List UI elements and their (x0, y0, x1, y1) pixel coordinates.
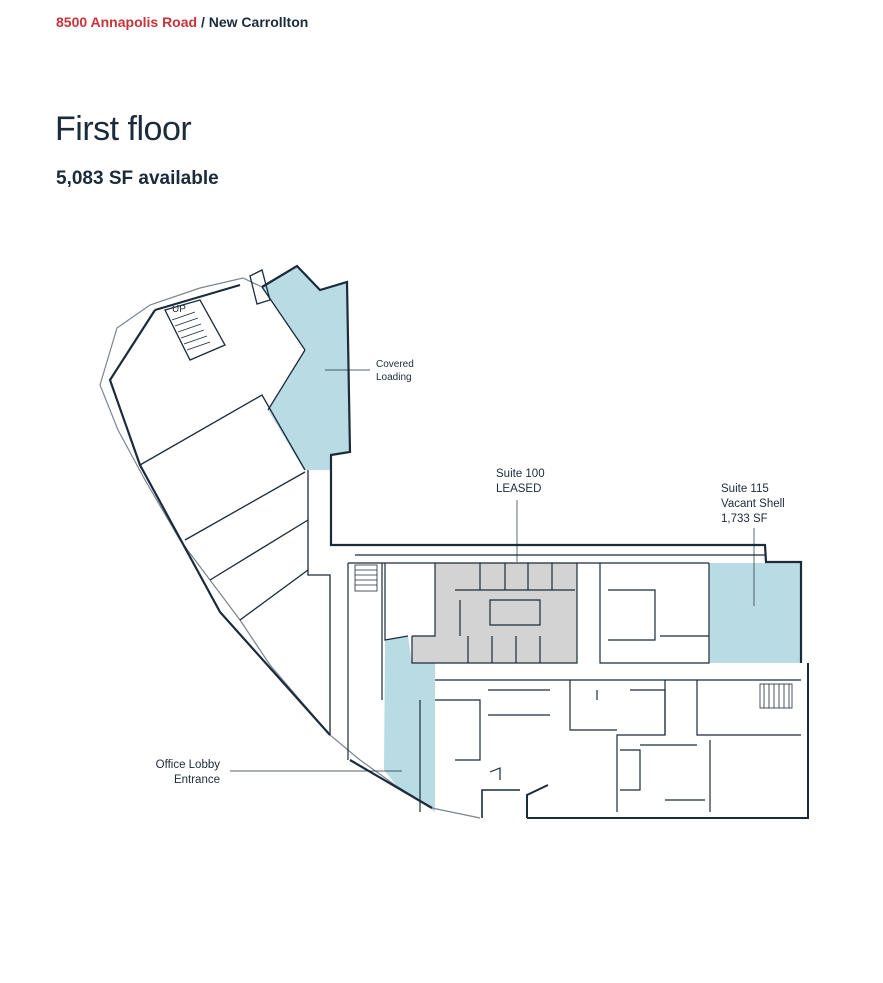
covered-loading-label-line1: Covered (376, 359, 414, 370)
stair-up-label: UP (172, 304, 186, 315)
interior-walls-central (347, 554, 801, 812)
page-title: First floor (55, 110, 192, 148)
office-lobby-area[interactable] (384, 636, 435, 812)
lobby-label-line2: Entrance (174, 774, 220, 786)
covered-loading-label-line2: Loading (376, 372, 412, 383)
stair-east (759, 683, 793, 709)
suite-115-label: Suite 115 (721, 483, 769, 495)
suite-100-leased[interactable] (412, 563, 577, 663)
breadcrumb-separator: / (197, 14, 209, 30)
breadcrumb: 8500 Annapolis Road / New Carrollton (56, 14, 308, 30)
suite-100-status: LEASED (496, 483, 541, 495)
available-area: 5,083 SF available (56, 168, 219, 189)
suite-115-status: Vacant Shell (721, 498, 785, 510)
suite-115-area: 1,733 SF (721, 513, 768, 525)
stair-central (354, 564, 378, 592)
building-outline (99, 264, 809, 819)
property-city: New Carrollton (208, 14, 309, 30)
interior-walls-west (139, 269, 331, 735)
stair-west (171, 311, 211, 351)
suite-115-available[interactable] (709, 563, 801, 663)
covered-loading-area[interactable] (262, 266, 350, 470)
suite-100-label: Suite 100 (496, 468, 545, 480)
property-address[interactable]: 8500 Annapolis Road (56, 14, 198, 30)
lobby-label-line1: Office Lobby (156, 759, 221, 771)
